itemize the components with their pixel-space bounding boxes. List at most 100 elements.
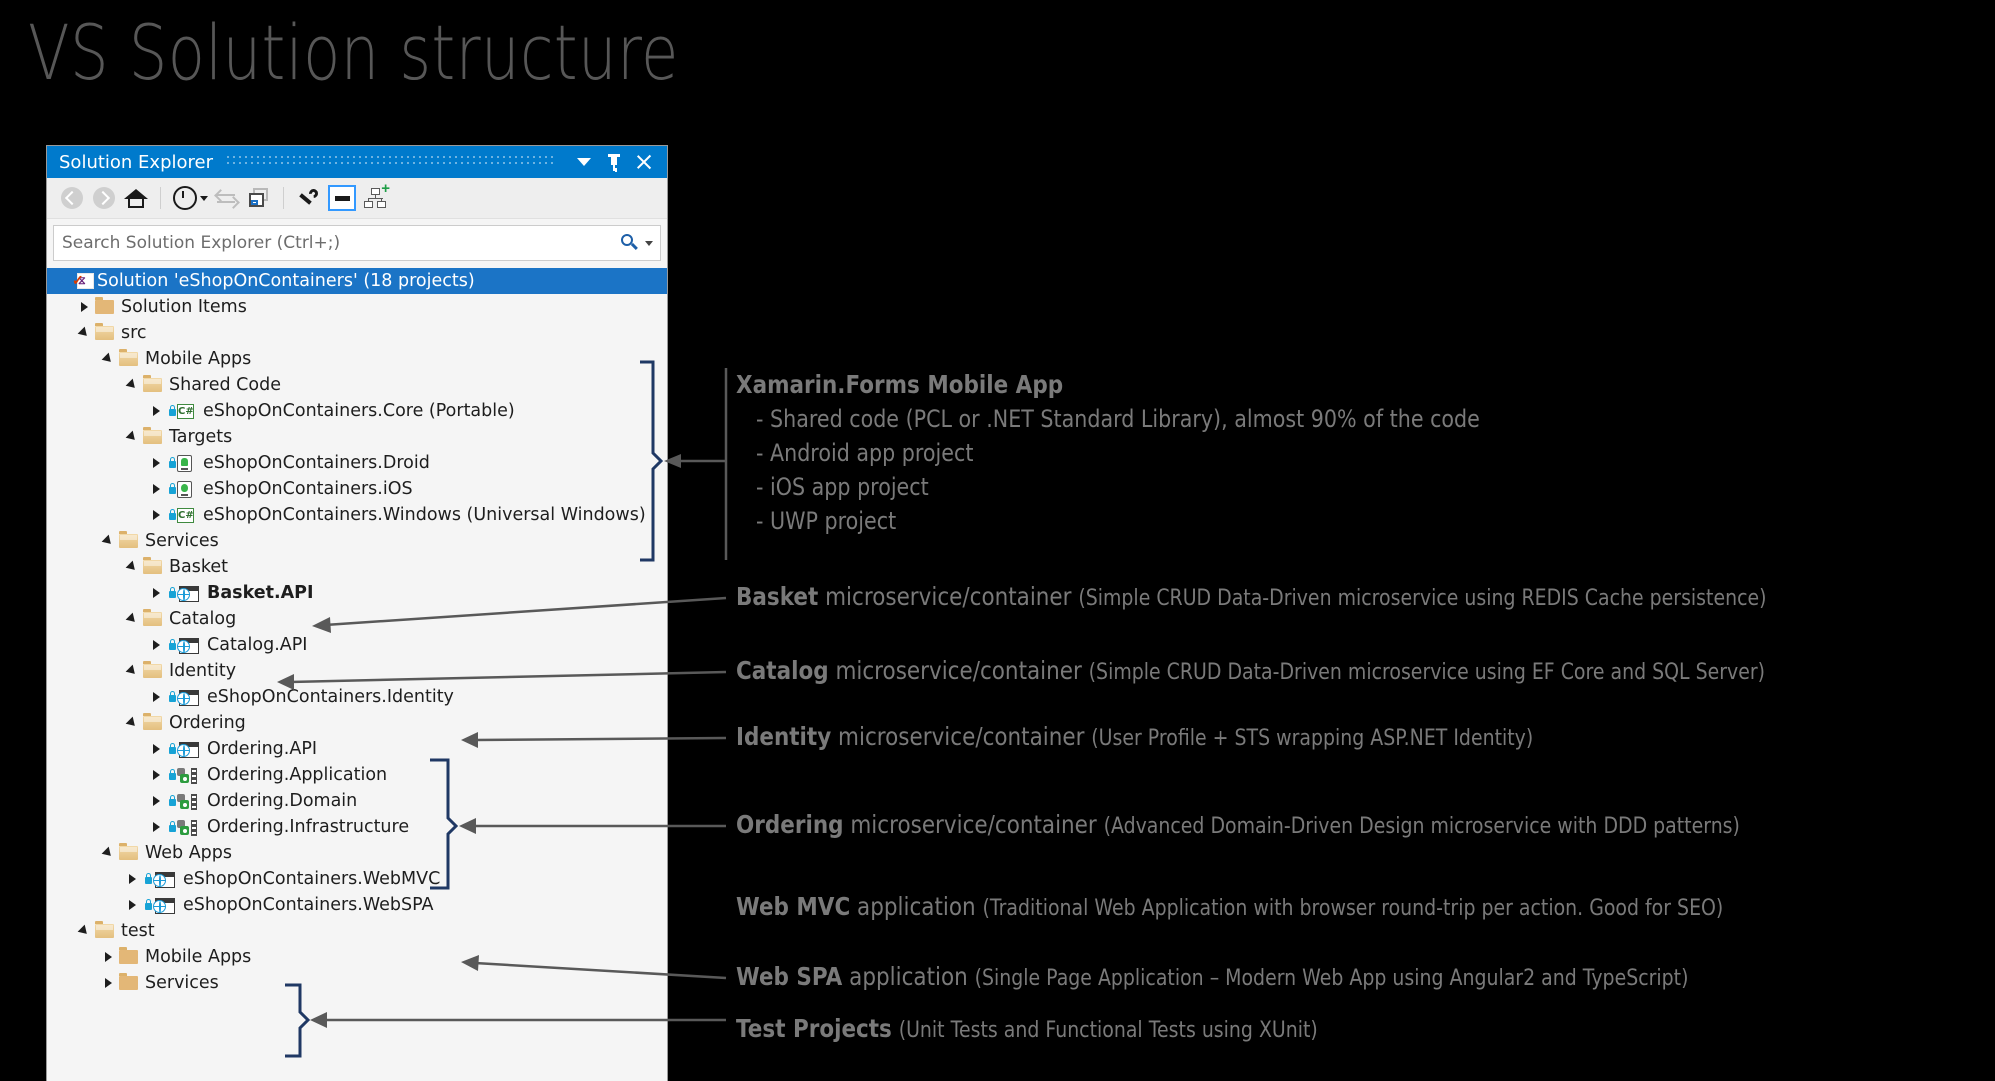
solution-tree[interactable]: ⧖✓Solution 'eShopOnContainers' (18 proje… [47, 268, 667, 996]
back-button[interactable] [57, 183, 87, 213]
pending-changes-button[interactable] [170, 183, 210, 213]
folder-open-icon [143, 557, 163, 576]
expander-toggle[interactable] [149, 507, 165, 523]
tree-item-shared-code[interactable]: Shared Code [47, 372, 667, 398]
chevron-down-icon [577, 158, 591, 166]
expander-toggle[interactable] [125, 897, 141, 913]
back-arrow-icon [61, 187, 83, 209]
tree-item-eshoponcontainers-identity[interactable]: eShopOnContainers.Identity [47, 684, 667, 710]
solution-icon: ⧖✓ [71, 272, 94, 290]
annotation-bold-label: Web SPA [736, 962, 843, 991]
chevron-down-icon[interactable] [645, 240, 653, 246]
expander-toggle[interactable] [101, 975, 117, 991]
expander-toggle[interactable] [149, 793, 165, 809]
expander-toggle[interactable] [53, 273, 69, 289]
tree-item-catalog[interactable]: Catalog [47, 606, 667, 632]
search-icon[interactable] [621, 234, 639, 252]
solution-explorer-toolbar: + [47, 178, 667, 219]
folder-open-icon [119, 531, 139, 550]
tree-item-mobile-apps[interactable]: Mobile Apps [47, 944, 667, 970]
expander-toggle[interactable] [125, 559, 141, 575]
tree-item-solution-items[interactable]: Solution Items [47, 294, 667, 320]
annotation-item: Identity microservice/container (User Pr… [736, 722, 1663, 751]
tree-item-ordering-api[interactable]: Ordering.API [47, 736, 667, 762]
tree-item-eshoponcontainers-core-portable[interactable]: C#eShopOnContainers.Core (Portable) [47, 398, 667, 424]
tree-item-services[interactable]: Services [47, 528, 667, 554]
tree-item-eshoponcontainers-webspa[interactable]: eShopOnContainers.WebSPA [47, 892, 667, 918]
show-all-files-button[interactable] [244, 183, 274, 213]
tree-item-targets[interactable]: Targets [47, 424, 667, 450]
web-project-icon [167, 740, 201, 758]
search-input[interactable]: Search Solution Explorer (Ctrl+;) [62, 233, 341, 253]
annotation-detail: (Advanced Domain-Driven Design microserv… [1103, 814, 1740, 839]
tree-item-test[interactable]: test [47, 918, 667, 944]
expander-toggle[interactable] [149, 585, 165, 601]
expander-toggle[interactable] [149, 403, 165, 419]
window-close-button[interactable] [629, 147, 659, 177]
window-dropdown-button[interactable] [569, 147, 599, 177]
tree-item-identity[interactable]: Identity [47, 658, 667, 684]
tree-item-label: Ordering.Domain [207, 791, 358, 811]
close-icon [635, 153, 653, 171]
expander-toggle[interactable] [149, 741, 165, 757]
folder-open-icon [119, 349, 139, 368]
expander-toggle[interactable] [149, 689, 165, 705]
wrench-icon [297, 187, 319, 209]
properties-button[interactable] [293, 183, 323, 213]
preview-selected-items-button[interactable] [325, 183, 359, 213]
tree-item-eshoponcontainers-windows-universal-windows[interactable]: C#eShopOnContainers.Windows (Universal W… [47, 502, 667, 528]
tree-item-catalog-api[interactable]: Catalog.API [47, 632, 667, 658]
tree-item-mobile-apps[interactable]: Mobile Apps [47, 346, 667, 372]
expander-toggle[interactable] [149, 481, 165, 497]
expander-toggle[interactable] [77, 325, 93, 341]
expander-toggle[interactable] [125, 715, 141, 731]
expander-toggle[interactable] [101, 533, 117, 549]
solution-explorer-window: Solution Explorer + Search Solution Expl… [47, 146, 667, 1081]
expander-toggle[interactable] [101, 949, 117, 965]
tree-item-services[interactable]: Services [47, 970, 667, 996]
tree-item-label: Identity [169, 661, 237, 681]
tree-item-label: eShopOnContainers.WebSPA [183, 895, 434, 915]
tree-item-basket-api[interactable]: Basket.API [47, 580, 667, 606]
expander-toggle[interactable] [125, 663, 141, 679]
tree-item-ordering[interactable]: Ordering [47, 710, 667, 736]
tree-item-label: test [121, 921, 155, 941]
expander-toggle[interactable] [101, 351, 117, 367]
expander-toggle[interactable] [77, 923, 93, 939]
expander-toggle[interactable] [125, 871, 141, 887]
tree-item-ordering-application[interactable]: Ordering.Application [47, 762, 667, 788]
view-class-diagram-button[interactable]: + [361, 181, 391, 213]
expander-toggle[interactable] [149, 767, 165, 783]
forward-button[interactable] [89, 183, 119, 213]
annotation-item: Web SPA application (Single Page Applica… [736, 962, 1844, 991]
expander-toggle[interactable] [125, 377, 141, 393]
tree-item-eshoponcontainers-webmvc[interactable]: eShopOnContainers.WebMVC [47, 866, 667, 892]
tree-item-basket[interactable]: Basket [47, 554, 667, 580]
home-button[interactable] [121, 183, 151, 213]
expander-toggle[interactable] [149, 819, 165, 835]
expander-toggle[interactable] [101, 845, 117, 861]
expander-toggle[interactable] [149, 455, 165, 471]
sync-with-active-document-button[interactable] [212, 183, 242, 213]
tree-item-label: eShopOnContainers.Identity [207, 687, 454, 707]
annotation-mid-label: application [842, 962, 975, 991]
expander-toggle[interactable] [125, 611, 141, 627]
tree-item-src[interactable]: src [47, 320, 667, 346]
tree-item-web-apps[interactable]: Web Apps [47, 840, 667, 866]
tree-item-eshoponcontainers-ios[interactable]: eShopOnContainers.iOS [47, 476, 667, 502]
expander-toggle[interactable] [149, 637, 165, 653]
tree-item-ordering-domain[interactable]: Ordering.Domain [47, 788, 667, 814]
tree-item-solution-eshoponcontainers-18-projects[interactable]: ⧖✓Solution 'eShopOnContainers' (18 proje… [47, 268, 667, 294]
annotation-bold-label: Ordering [736, 810, 844, 839]
annotation-detail: (Single Page Application – Modern Web Ap… [974, 966, 1689, 991]
tree-item-ordering-infrastructure[interactable]: Ordering.Infrastructure [47, 814, 667, 840]
tree-item-label: Services [145, 973, 219, 993]
tree-item-eshoponcontainers-droid[interactable]: eShopOnContainers.Droid [47, 450, 667, 476]
tree-item-label: Solution Items [121, 297, 247, 317]
expander-toggle[interactable] [125, 429, 141, 445]
tree-item-label: Basket [169, 557, 228, 577]
folder-open-icon [95, 323, 115, 342]
window-pin-button[interactable] [599, 147, 629, 177]
search-bar[interactable]: Search Solution Explorer (Ctrl+;) [53, 225, 661, 261]
expander-toggle[interactable] [77, 299, 93, 315]
